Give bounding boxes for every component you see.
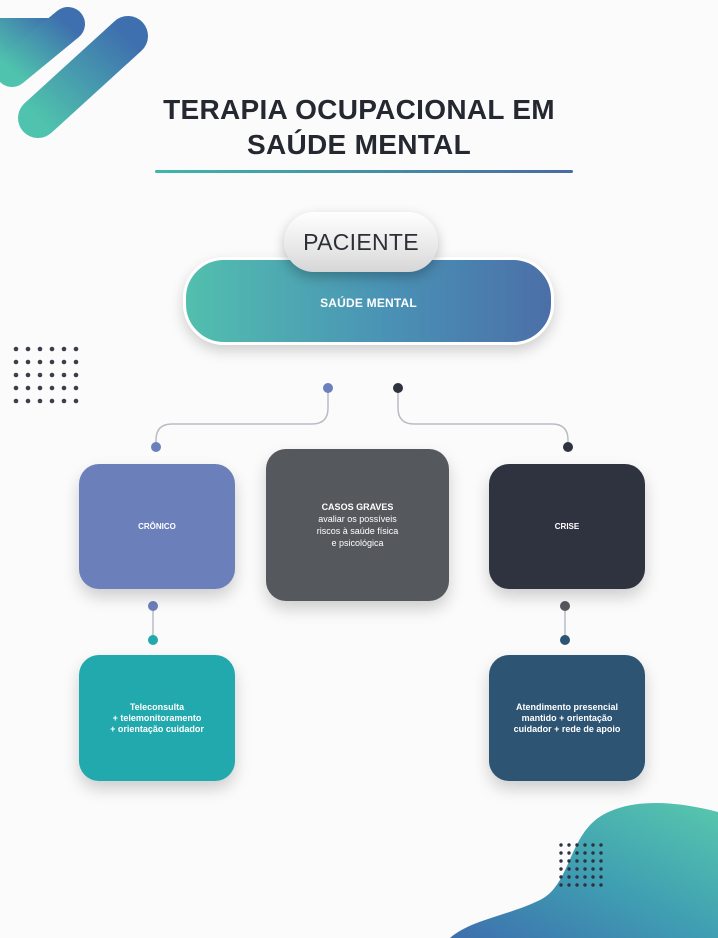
node-dot-cronico-bottom — [148, 635, 158, 645]
top-left-swoosh-shape — [0, 7, 148, 138]
crise-label: CRISE — [554, 522, 580, 531]
teleconsulta-line-3: + orientação cuidador — [110, 723, 204, 734]
teleconsulta-box: Teleconsulta + telemonitoramento + orien… — [79, 655, 235, 781]
page-title: TERAPIA OCUPACIONAL EM SAÚDE MENTAL — [0, 92, 718, 162]
cronico-label: CRÔNICO — [138, 522, 176, 531]
paciente-label: PACIENTE — [303, 228, 419, 255]
crise-box: CRISE — [489, 464, 645, 589]
node-dot-left-bottom — [151, 442, 161, 452]
cronico-box: CRÔNICO — [79, 464, 235, 589]
paciente-capsule: PACIENTE — [284, 212, 438, 272]
casos-graves-line-2: riscos à saúde física — [316, 526, 399, 536]
atendimento-box: Atendimento presencial mantido + orienta… — [489, 655, 645, 781]
teleconsulta-line-2: + telemonitoramento — [112, 712, 202, 723]
connector-right-branch — [397, 390, 569, 446]
dot-grid-bottom-right — [559, 843, 603, 887]
node-dot-right-top — [393, 383, 403, 393]
node-dot-right-bottom — [563, 442, 573, 452]
node-dot-left-top — [323, 383, 333, 393]
connector-left-branch — [155, 390, 329, 446]
saude-mental-label: SAÚDE MENTAL — [320, 296, 417, 310]
casos-graves-heading: CASOS GRAVES — [321, 502, 394, 512]
node-dot-crise-bottom — [560, 635, 570, 645]
bottom-right-blob-shape — [450, 803, 718, 938]
dot-grid-left — [13, 346, 79, 404]
teleconsulta-line-1: Teleconsulta — [129, 701, 185, 712]
casos-graves-line-3: e psicológica — [331, 538, 384, 548]
atendimento-line-2: mantido + orientação — [521, 712, 613, 723]
title-underline — [155, 170, 573, 173]
casos-graves-box: CASOS GRAVES avaliar os possíveis riscos… — [266, 449, 449, 601]
node-dot-cronico-top — [148, 601, 158, 611]
node-dot-crise-top — [560, 601, 570, 611]
title-line-1: TERAPIA OCUPACIONAL EM — [163, 94, 555, 125]
casos-graves-line-1: avaliar os possíveis — [318, 514, 397, 524]
title-line-2: SAÚDE MENTAL — [247, 129, 471, 160]
atendimento-line-3: cuidador + rede de apoio — [513, 723, 621, 734]
atendimento-line-1: Atendimento presencial — [515, 701, 619, 712]
